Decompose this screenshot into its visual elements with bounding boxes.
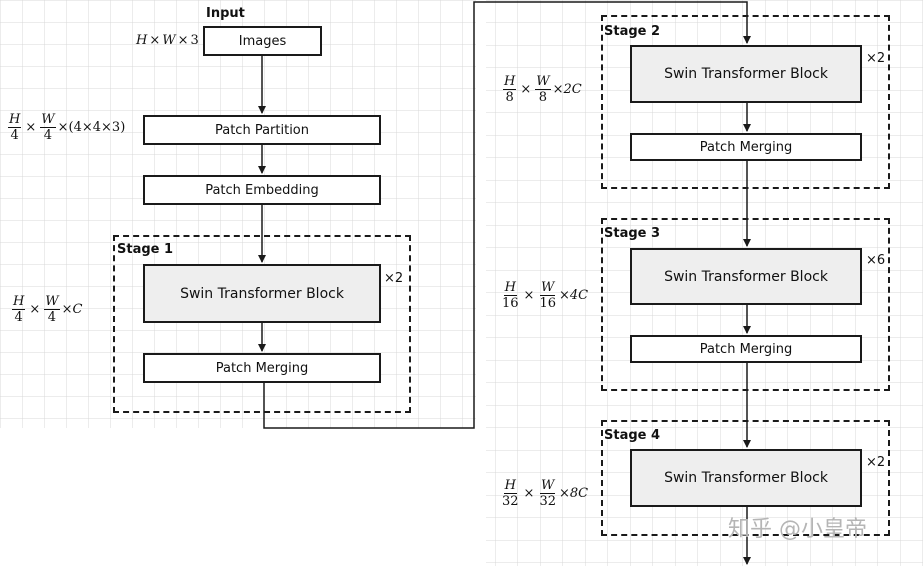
stage-3-swin-block: Swin Transformer Block xyxy=(630,248,862,305)
stage-1-label: Stage 1 xyxy=(117,242,174,257)
stage-1-patch-merging: Patch Merging xyxy=(143,353,381,383)
dim-w: W xyxy=(162,33,176,48)
stage-4-label: Stage 4 xyxy=(604,428,661,443)
images-block: Images xyxy=(203,26,322,56)
connector-stage1-to-stage2 xyxy=(263,1,751,429)
stage-4-swin-label: Swin Transformer Block xyxy=(664,470,828,486)
stage-3-label: Stage 3 xyxy=(604,226,661,241)
stage-1-swin-block: Swin Transformer Block xyxy=(143,264,381,323)
stage-2-swin-block: Swin Transformer Block xyxy=(630,45,862,103)
dim-h: H xyxy=(136,33,148,48)
stage-2-container xyxy=(601,15,890,189)
patch-partition-label: Patch Partition xyxy=(214,122,309,138)
watermark: 知乎 @小皇帝 xyxy=(728,517,867,542)
dim-tail: ×2C xyxy=(552,82,582,97)
dim-times: × xyxy=(520,82,532,97)
stage-3-swin-label: Swin Transformer Block xyxy=(664,268,828,285)
stage-1-swin-label: Swin Transformer Block xyxy=(180,285,344,302)
dim-times: × xyxy=(29,302,41,317)
stage-2-repeat: ×2 xyxy=(866,51,886,66)
dim-tail: ×8C xyxy=(559,486,589,501)
patch-embedding-label: Patch Embedding xyxy=(205,182,319,198)
patch-embedding-block: Patch Embedding xyxy=(143,175,381,205)
dim-tail: ×4C xyxy=(559,288,589,303)
input-label: Input xyxy=(206,6,245,21)
stage-1-repeat: ×2 xyxy=(384,271,404,286)
stage-3-merging-label: Patch Merging xyxy=(699,341,793,357)
images-block-label: Images xyxy=(238,33,287,49)
patch-partition-block: Patch Partition xyxy=(143,115,381,145)
stage-2-label: Stage 2 xyxy=(604,24,661,39)
stage-3-container xyxy=(601,218,890,391)
dim-tail: ×(4×4×3) xyxy=(57,120,126,135)
dim-times: × xyxy=(177,33,189,48)
stage-2-merging-label: Patch Merging xyxy=(699,139,793,155)
dim-c: 3 xyxy=(190,33,199,48)
dim-times: × xyxy=(149,33,161,48)
stage-3-patch-merging: Patch Merging xyxy=(630,335,862,363)
stage-2-swin-label: Swin Transformer Block xyxy=(664,66,828,82)
dim-times: × xyxy=(25,120,37,135)
stage-4-swin-block: Swin Transformer Block xyxy=(630,449,862,507)
stage-2-patch-merging: Patch Merging xyxy=(630,133,862,161)
input-dimension: H × W × 3 xyxy=(136,33,199,48)
stage-4-container xyxy=(601,420,890,536)
dim-tail: ×C xyxy=(61,302,83,317)
stage-1-container xyxy=(113,235,411,413)
stage-4-repeat: ×2 xyxy=(866,455,886,470)
stage-3-repeat: ×6 xyxy=(866,253,886,268)
dim-times: × xyxy=(523,288,535,303)
dim-times: × xyxy=(523,486,535,501)
stage-1-merging-label: Patch Merging xyxy=(215,360,309,376)
